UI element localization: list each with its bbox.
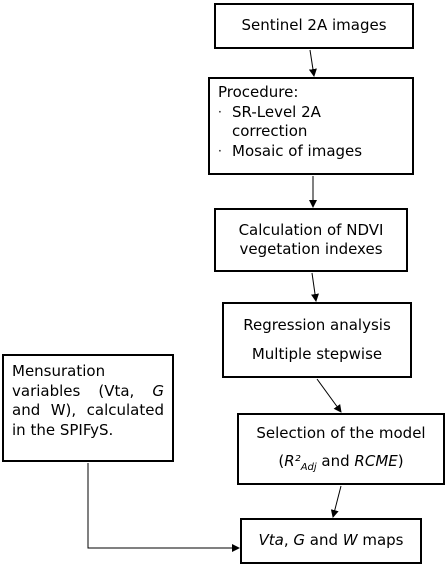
selection-line-1: Selection of the model — [256, 424, 426, 443]
mensuration-variables-box: Mensuration variables (Vta, G and W), ca… — [2, 354, 174, 462]
maps-output-box: Vta, G and W maps — [240, 518, 422, 564]
selection-line-2: (R²Adj and RCME) — [278, 451, 404, 473]
procedure-item-1-line-1: SR-Level 2A — [232, 102, 321, 121]
regression-line-1: Regression analysis — [243, 316, 391, 334]
bullet-icon: · — [218, 143, 222, 158]
mensuration-line-3: and W), calculated — [12, 401, 164, 419]
r2-symbol: R² — [284, 451, 301, 470]
procedure-box: Procedure: · SR-Level 2A correction · Mo… — [208, 77, 414, 175]
bullet-icon: · — [218, 104, 222, 119]
mensuration-line-1: Mensuration — [12, 362, 106, 380]
ndvi-line-2: vegetation indexes — [239, 240, 383, 258]
procedure-item-1-line-2: correction — [232, 122, 308, 140]
arrow-regression-to-selection — [316, 378, 342, 413]
maps-label: Vta, G and W maps — [258, 531, 404, 550]
procedure-title: Procedure: — [218, 83, 299, 101]
ndvi-calculation-box: Calculation of NDVI vegetation indexes — [214, 208, 408, 272]
procedure-item-correction: · SR-Level 2A correction — [218, 103, 404, 142]
mensuration-line-2: variables (Vta, G — [12, 381, 164, 400]
procedure-item-mosaic: · Mosaic of images — [218, 142, 404, 162]
regression-line-2: Multiple stepwise — [251, 344, 383, 363]
arrow-ndvi-to-regression — [311, 272, 319, 302]
sentinel-images-label: Sentinel 2A images — [241, 16, 387, 35]
rcme-symbol: RCME — [354, 451, 398, 470]
mensuration-line-4: in the SPIFyS. — [12, 420, 114, 439]
procedure-item-2: Mosaic of images — [232, 141, 363, 160]
adj-subscript: Adj — [300, 461, 317, 473]
model-selection-box: Selection of the model (R²Adj and RCME) — [237, 413, 445, 485]
arrow-sentinel-to-procedure — [308, 49, 317, 77]
arrow-mensuration-to-maps — [87, 463, 240, 552]
arrow-selection-to-maps — [330, 485, 342, 518]
ndvi-line-1: Calculation of NDVI — [238, 220, 384, 239]
regression-analysis-box: Regression analysis Multiple stepwise — [222, 302, 412, 378]
sentinel-images-box: Sentinel 2A images — [214, 3, 414, 49]
